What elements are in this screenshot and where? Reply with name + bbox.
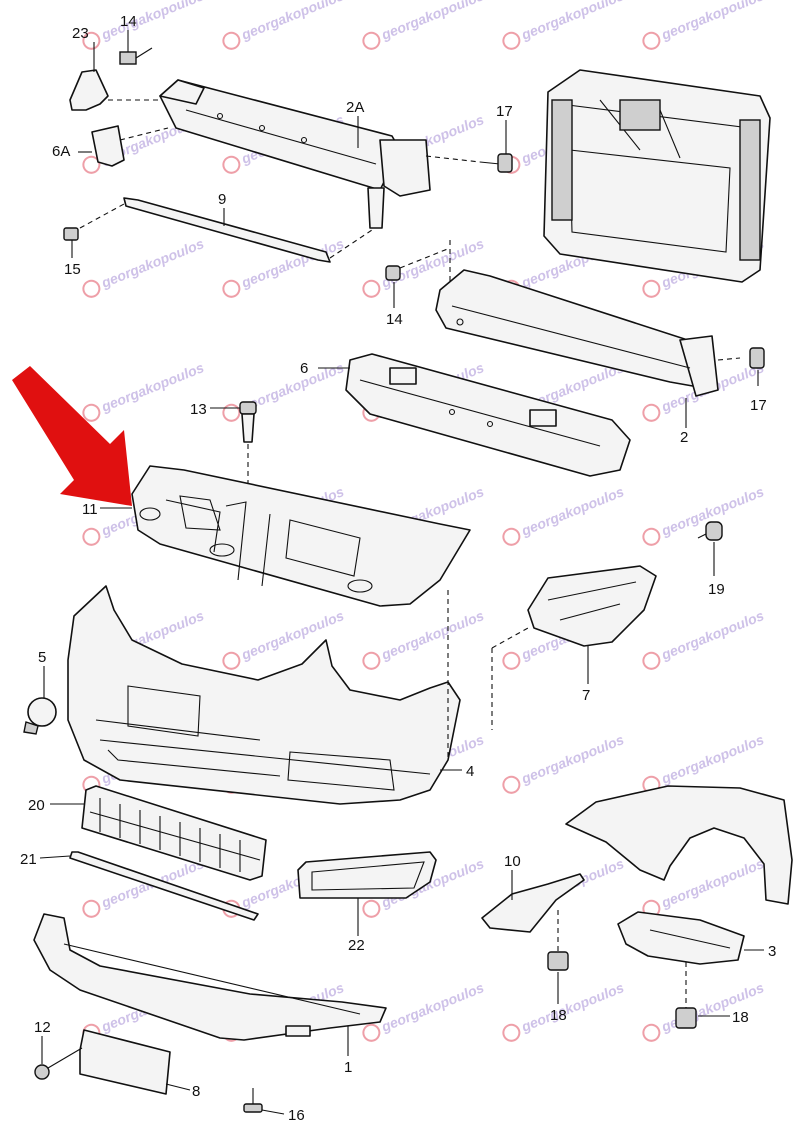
watermark-mark: georgakopoulos xyxy=(82,235,206,298)
callout-19: 19 xyxy=(708,581,725,598)
callout-1: 1 xyxy=(344,1059,352,1076)
callout-9: 9 xyxy=(218,191,226,208)
callout-2a: 2A xyxy=(346,99,364,116)
part-18-nut-right xyxy=(675,962,697,1029)
callout-3: 3 xyxy=(768,943,776,960)
callout-6a: 6A xyxy=(52,143,70,160)
callout-10: 10 xyxy=(504,853,521,870)
watermark-text: georgakopoulos xyxy=(378,0,486,43)
part-11-bumper-support xyxy=(131,465,471,607)
watermark-text: georgakopoulos xyxy=(238,0,346,43)
part-16-screw xyxy=(243,1088,263,1113)
callout-22: 22 xyxy=(348,937,365,954)
watermark-mark: georgakopoulos xyxy=(222,359,346,422)
part-14-bolt-middle xyxy=(385,240,451,282)
watermark-mark: georgakopoulos xyxy=(362,607,486,670)
watermark-mark: georgakopoulos xyxy=(642,0,766,50)
watermark-mark: georgakopoulos xyxy=(642,731,766,794)
part-10-bracket xyxy=(481,873,585,933)
watermark-mark: georgakopoulos xyxy=(82,0,206,50)
callout-6: 6 xyxy=(300,360,308,377)
part-22-fog-grille xyxy=(297,851,437,899)
part-5-cap xyxy=(23,697,57,735)
callout-11: 11 xyxy=(82,501,98,518)
part-9-strip xyxy=(79,197,373,263)
callout-17-top: 17 xyxy=(496,103,513,120)
part-2-lower-beam xyxy=(435,269,765,397)
part-19-bolt xyxy=(697,521,723,541)
callout-15: 15 xyxy=(64,261,81,278)
watermark-text: georgakopoulos xyxy=(658,731,766,787)
fender-panel xyxy=(565,785,793,905)
part-3-bracket xyxy=(617,911,745,965)
watermark-mark: georgakopoulos xyxy=(362,0,486,50)
callout-labels: 23 14 2A 17 6A 9 15 14 6 17 2 13 11 19 5… xyxy=(20,13,776,1124)
part-4-bumper-cover xyxy=(67,585,461,805)
part-23-bracket xyxy=(69,69,109,111)
callout-13: 13 xyxy=(190,401,207,418)
watermark-text: georgakopoulos xyxy=(378,607,486,663)
watermark-mark: georgakopoulos xyxy=(502,731,626,794)
part-15-bolt xyxy=(63,227,79,241)
watermark-text: georgakopoulos xyxy=(658,0,766,43)
callout-4: 4 xyxy=(466,763,474,780)
watermark-text: georgakopoulos xyxy=(98,235,206,291)
leader-lines xyxy=(39,30,764,1115)
part-6a-bracket xyxy=(91,125,125,167)
watermark-mark: georgakopoulos xyxy=(642,607,766,670)
watermark-mark: georgakopoulos xyxy=(222,0,346,50)
part-12-clip xyxy=(34,1047,83,1080)
callout-2: 2 xyxy=(680,429,688,446)
part-17-bolt-top xyxy=(425,153,513,173)
watermark-text: georgakopoulos xyxy=(518,0,626,43)
watermark-mark: georgakopoulos xyxy=(502,0,626,50)
part-7-bracket xyxy=(491,565,657,730)
callout-18-left: 18 xyxy=(550,1007,567,1024)
watermark-text: georgakopoulos xyxy=(98,0,206,43)
part-20-grille xyxy=(81,785,267,881)
callout-12: 12 xyxy=(34,1019,51,1036)
callout-5: 5 xyxy=(38,649,46,666)
callout-20: 20 xyxy=(28,797,45,814)
callout-23: 23 xyxy=(72,25,89,42)
radiator-support-frame xyxy=(543,69,771,283)
callout-17-bottom: 17 xyxy=(750,397,767,414)
callout-8: 8 xyxy=(192,1083,200,1100)
watermark-text: georgakopoulos xyxy=(518,483,626,539)
callout-14-middle: 14 xyxy=(386,311,403,328)
part-8-plate xyxy=(79,1029,171,1095)
callout-18-right: 18 xyxy=(732,1009,749,1026)
red-indicator-arrow xyxy=(12,366,132,506)
part-14-bolt-top xyxy=(119,47,153,65)
watermark-text: georgakopoulos xyxy=(518,979,626,1035)
watermark-text: georgakopoulos xyxy=(658,979,766,1035)
part-21-strip xyxy=(69,851,259,921)
watermark-text: georgakopoulos xyxy=(518,731,626,787)
callout-16: 16 xyxy=(288,1107,305,1124)
watermark-text: georgakopoulos xyxy=(658,607,766,663)
part-6-absorber xyxy=(345,353,631,477)
callout-14-top: 14 xyxy=(120,13,137,30)
watermark-mark: georgakopoulos xyxy=(502,483,626,546)
watermark-text: georgakopoulos xyxy=(658,855,766,911)
callout-21: 21 xyxy=(20,851,37,868)
watermark-mark: georgakopoulos xyxy=(642,483,766,546)
part-18-nut-left xyxy=(547,910,569,971)
callout-7: 7 xyxy=(582,687,590,704)
part-2a-upper-carrier xyxy=(159,79,431,229)
watermark-text: georgakopoulos xyxy=(378,979,486,1035)
part-1-spoiler xyxy=(33,913,387,1041)
watermark-mark: georgakopoulos xyxy=(82,359,206,422)
